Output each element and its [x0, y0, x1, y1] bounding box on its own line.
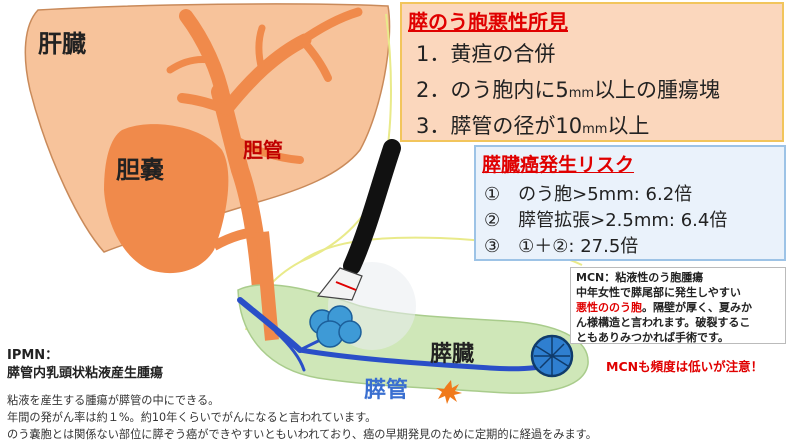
mcn-line: 悪性ののう胞。隔壁が厚く、夏みか — [576, 300, 780, 315]
tumor-star-icon — [436, 380, 462, 404]
risk-item: ② 膵管拡張>2.5mm: 6.4倍 — [484, 210, 728, 231]
malignancy-item: 3．膵管の径が10mm以上 — [416, 110, 649, 140]
liver-label: 肝臓 — [38, 30, 86, 58]
mcn-line: MCN：粘液性のう胞腫瘍 — [576, 271, 704, 284]
mcn-line-rest: 。隔壁が厚く、夏みか — [642, 301, 752, 314]
malignancy-item-text: 3．膵管の径が10 — [416, 114, 583, 138]
ipmn-desc-line: 年間の発がん率は約１%。約10年くらいでがんになると言われています。 — [7, 411, 377, 424]
pancreatic-duct-label: 膵管 — [364, 378, 409, 403]
malignancy-item-unit: mm — [568, 86, 595, 101]
ipmn-cysts — [309, 305, 362, 348]
cystic-duct — [211, 227, 259, 251]
risk-item: ③ ①＋②: 27.5倍 — [484, 236, 639, 257]
endoscope-tip-red-band — [335, 281, 357, 291]
malignancy-findings-box: 膵のう胞悪性所見 1．黄疸の合併 2．のう胞内に5mm以上の腫瘍塊 3．膵管の径… — [400, 2, 784, 142]
ipmn-desc-line: のう嚢胞とは関係ない部位に膵ぞう癌ができやすいともいわれており、癌の早期発見のた… — [7, 428, 597, 441]
mcn-highlight: 悪性ののう胞 — [576, 301, 642, 314]
malignancy-item-text: 2．のう胞内に5 — [416, 78, 569, 102]
mcn-info-box: MCN：粘液性のう胞腫瘍 中年女性で膵尾部に発生しやすい 悪性ののう胞。隔壁が厚… — [570, 267, 786, 344]
risk-item: ① のう胞>5mm: 6.2倍 — [484, 184, 693, 205]
mcn-line: ん様構造と言われます。破裂するこ — [576, 316, 751, 329]
malignancy-findings-title: 膵のう胞悪性所見 — [408, 10, 568, 34]
cancer-risk-title: 膵臓癌発生リスク — [482, 154, 635, 176]
ipmn-desc-line: 粘液を産生する腫瘍が膵管の中にできる。 — [7, 394, 220, 407]
endoscope — [343, 139, 401, 275]
malignancy-item-text: 1．黄疸の合併 — [416, 42, 556, 66]
ipmn-title-line: IPMN： — [7, 348, 59, 363]
ipmn-title: IPMN： 膵管内乳頭状粘液産生腫瘍 — [7, 347, 163, 383]
malignancy-item-suffix: 以上 — [607, 114, 650, 138]
ipmn-description: 粘液を産生する腫瘍が膵管の中にできる。 年間の発がん率は約１%。約10年くらいで… — [7, 392, 597, 443]
gallbladder-label: 胆嚢 — [116, 156, 164, 184]
ipmn-title-line: 膵管内乳頭状粘液産生腫瘍 — [7, 366, 164, 381]
malignancy-item: 1．黄疸の合併 — [416, 38, 555, 68]
pancreas-label: 膵臓 — [430, 342, 475, 367]
gallbladder-shape — [104, 124, 229, 274]
mcn-warning: MCNも頻度は低いが注意！ — [606, 359, 764, 374]
mcn-line: 中年女性で膵尾部に発生しやすい — [576, 286, 741, 299]
mcn-line: ともありみつかれば手術です。 — [576, 331, 729, 344]
malignancy-item-unit: mm — [582, 122, 608, 137]
pancreatic-duct — [237, 297, 555, 372]
bile-duct-label: 胆管 — [243, 138, 283, 162]
malignancy-item: 2．のう胞内に5mm以上の腫瘍塊 — [416, 74, 720, 104]
malignancy-item-suffix: 以上の腫瘍塊 — [594, 78, 721, 102]
cancer-risk-box: 膵臓癌発生リスク ① のう胞>5mm: 6.2倍 ② 膵管拡張>2.5mm: 6… — [474, 145, 786, 261]
mcn-cyst — [530, 334, 574, 378]
